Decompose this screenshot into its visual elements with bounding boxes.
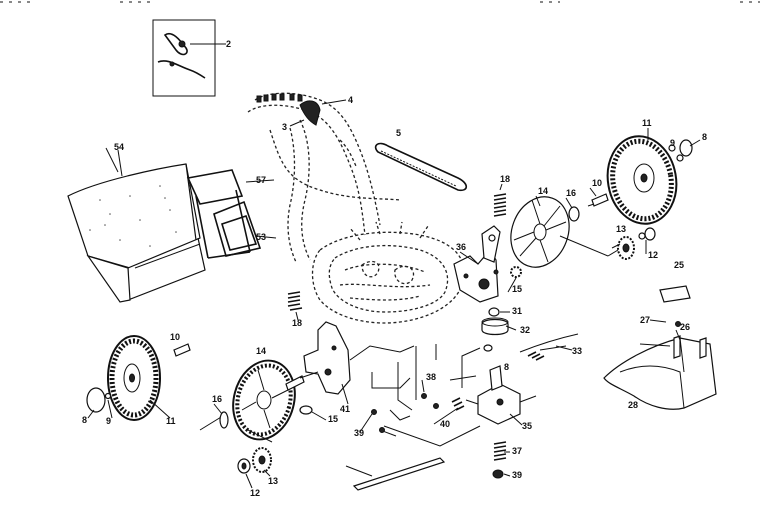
callout-18-upper: 18 <box>500 174 510 184</box>
callout-10-upper: 10 <box>592 178 602 188</box>
axle-rod <box>352 457 446 491</box>
callout-28: 28 <box>628 400 638 410</box>
control-cable <box>519 333 579 361</box>
wheel-lower-rim <box>232 359 319 441</box>
axle-left <box>173 343 191 357</box>
callout-39-lower: 39 <box>512 470 522 480</box>
callout-37: 37 <box>512 446 522 456</box>
callout-25: 25 <box>674 260 684 270</box>
gear-lower <box>237 429 273 474</box>
gear-upper <box>559 235 635 260</box>
callout-16-lower: 16 <box>212 394 222 404</box>
callout-2: 2 <box>226 39 231 49</box>
callout-4: 4 <box>348 95 353 105</box>
callout-18-left: 18 <box>292 318 302 328</box>
callout-40: 40 <box>440 419 450 429</box>
callout-38-upper: 38 <box>426 372 436 382</box>
callout-labels: 2 4 3 5 11 8 9 18 14 16 10 54 57 53 13 3… <box>82 39 707 498</box>
callout-8-lower: 8 <box>82 415 87 425</box>
callout-leaders <box>87 128 701 489</box>
rear-bracket <box>303 321 351 405</box>
drive-belt <box>374 142 468 192</box>
mower-deck <box>311 221 465 324</box>
spring-top <box>493 183 507 217</box>
lever-assembly <box>451 365 537 425</box>
upper-right-hardware <box>568 139 693 241</box>
callout-57: 57 <box>256 175 266 185</box>
wheel-upper-right <box>606 135 678 225</box>
bag-frame <box>186 169 277 259</box>
handle-assembly <box>247 92 401 263</box>
callout-11-lower: 11 <box>166 416 176 426</box>
grass-bag <box>67 149 206 303</box>
callout-31: 31 <box>512 306 522 316</box>
callout-39-left: 39 <box>354 428 364 438</box>
spring-left <box>287 291 303 321</box>
callout-54: 54 <box>114 142 124 152</box>
callout-27: 27 <box>640 315 650 325</box>
callout-10-left: 10 <box>170 332 180 342</box>
callout-12-upper: 12 <box>648 250 658 260</box>
callout-13-lower: 13 <box>268 476 278 486</box>
wheel-upper-rim <box>510 196 570 268</box>
small-washers <box>371 344 493 433</box>
warning-label-25 <box>659 285 691 303</box>
callout-32: 32 <box>520 325 530 335</box>
callout-15-upper: 15 <box>512 284 522 294</box>
callout-35: 35 <box>522 421 532 431</box>
callout-16-upper: 16 <box>566 188 576 198</box>
wheel-lower-left <box>86 335 161 421</box>
callout-8-middle: 8 <box>504 362 509 372</box>
callout-15-lower: 15 <box>328 414 338 424</box>
callout-11-upper: 11 <box>642 118 652 128</box>
callout-13-upper: 13 <box>616 224 626 234</box>
callout-5: 5 <box>396 128 401 138</box>
inset-box-part-2 <box>152 19 226 97</box>
callout-36: 36 <box>456 242 466 252</box>
callout-8-upper: 8 <box>702 132 707 142</box>
bottom-spring-and-washer <box>492 441 507 479</box>
callout-14-upper: 14 <box>538 186 548 196</box>
small-bracket-15 <box>510 266 522 278</box>
callout-14-lower: 14 <box>256 346 266 356</box>
lower-washers <box>219 405 313 429</box>
callout-53: 53 <box>256 232 266 242</box>
callout-41: 41 <box>340 404 350 414</box>
chute-deflector <box>603 321 717 410</box>
callout-9-upper: 9 <box>670 138 675 148</box>
callout-3: 3 <box>282 122 287 132</box>
callout-33: 33 <box>572 346 582 356</box>
callout-12-lower: 12 <box>250 488 260 498</box>
callout-26: 26 <box>680 322 690 332</box>
gear-bracket <box>453 225 501 303</box>
callout-9-lower: 9 <box>106 416 111 426</box>
knob-cap <box>481 307 509 336</box>
